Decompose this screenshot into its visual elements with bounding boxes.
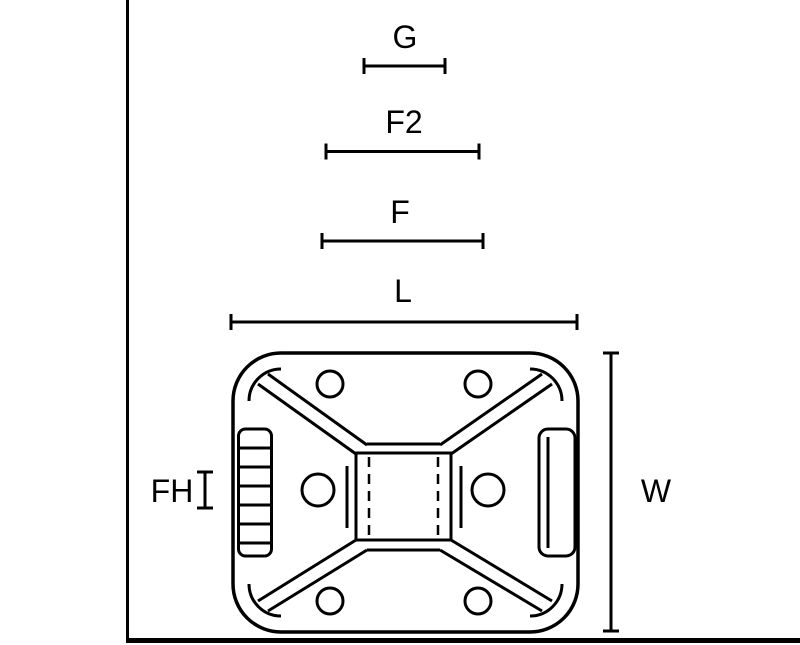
corner-fillet-top-right: [529, 367, 564, 402]
dimension-l-label: L: [394, 273, 412, 309]
dimension-fh-label: FH: [151, 473, 194, 509]
hole-middle-left: [300, 472, 336, 508]
hole-bottom-right: [463, 586, 493, 616]
dimension-l: L: [229, 273, 579, 330]
right-pad-outline: [537, 427, 577, 558]
diagonal-ridges: [257, 372, 553, 613]
dimension-f2-label: F2: [385, 104, 422, 140]
dimension-w: W: [603, 351, 672, 633]
corner-fillet-bottom-right: [529, 583, 564, 618]
right-slot-pad: [537, 427, 577, 558]
center-square-outline: [354, 451, 453, 542]
dimension-f: F: [320, 194, 485, 249]
dimension-f2: F2: [324, 104, 481, 160]
center-tie-channel: [345, 442, 463, 552]
left-pad-outline: [237, 427, 273, 558]
dimension-g: G: [362, 19, 447, 74]
ridge-top-right-inner: [439, 372, 543, 447]
ridge-top-left-inner: [267, 372, 368, 447]
dimension-g-label: G: [393, 19, 418, 55]
dimension-fh: FH: [151, 470, 213, 510]
ridge-bottom-left-inner: [267, 548, 368, 613]
dimension-w-label: W: [641, 473, 672, 509]
ridge-bottom-right-outer: [450, 538, 553, 603]
ridge-top-right-outer: [450, 382, 553, 456]
left-ribbed-pad: [237, 427, 273, 558]
hole-middle-right: [470, 472, 506, 508]
ridge-bottom-left-outer: [257, 538, 357, 603]
mount-outline: [231, 351, 580, 634]
mount-body: [231, 351, 580, 634]
corner-fillet-bottom-left: [247, 583, 282, 618]
frame-border: [126, 0, 800, 643]
hole-top-right: [463, 369, 493, 399]
ridge-top-left-outer: [257, 382, 357, 456]
dimension-f-label: F: [390, 194, 410, 230]
ridge-bottom-right-inner: [439, 548, 543, 613]
corner-fillet-top-left: [247, 367, 282, 402]
hole-top-left: [315, 369, 345, 399]
hole-bottom-left: [315, 586, 345, 616]
